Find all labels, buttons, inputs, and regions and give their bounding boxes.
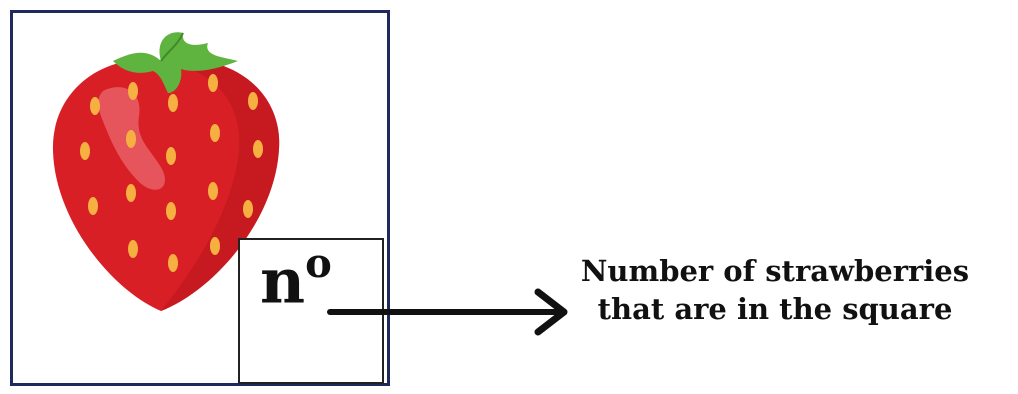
caption-line-1: Number of strawberries	[580, 254, 970, 288]
count-label-superscript: o	[305, 240, 332, 287]
caption: Number of strawberries that are in the s…	[545, 252, 1005, 328]
strawberry-card	[10, 10, 390, 386]
count-label-base: n	[260, 244, 306, 318]
caption-line-2: that are in the square	[597, 292, 953, 326]
arrow-right-icon	[327, 288, 568, 336]
count-label: no	[260, 244, 332, 313]
strawberry-icon	[52, 32, 280, 311]
